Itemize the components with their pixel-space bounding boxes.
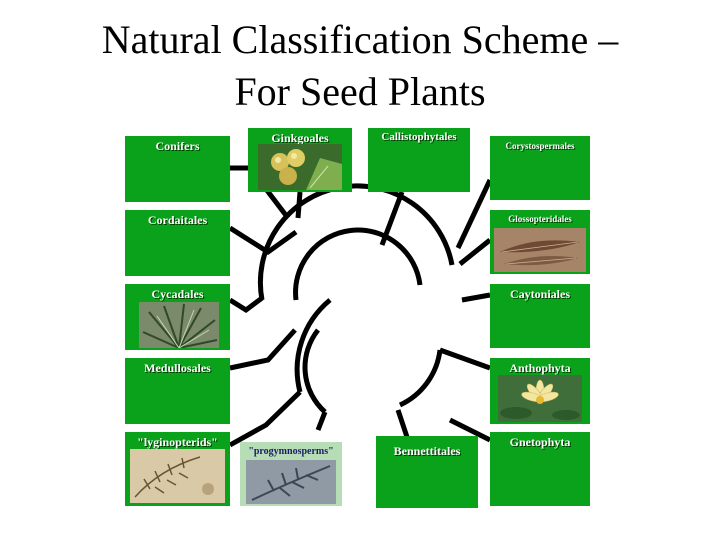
taxon-label-callistophytales: Callistophytales <box>381 131 457 143</box>
taxon-label-conifers: Conifers <box>155 139 200 153</box>
taxon-box-ginkgoales: Ginkgoales <box>248 128 352 192</box>
taxon-box-conifers: Conifers <box>125 136 230 202</box>
arc-base <box>302 328 327 414</box>
branch-bennettitales <box>395 409 411 441</box>
taxon-box-anthophyta: Anthophyta <box>490 358 590 424</box>
taxon-box-gnetophyta: Gnetophyta <box>490 432 590 506</box>
slide-title: Natural Classification Scheme – For Seed… <box>0 14 720 118</box>
taxon-label-anthophyta: Anthophyta <box>509 361 571 375</box>
taxon-box-bennettitales: Bennettitales <box>376 436 478 508</box>
lyginopterid-fossil-photo <box>130 449 225 503</box>
taxon-label-glossopteridales: Glossopteridales <box>508 214 572 224</box>
taxon-label-caytoniales: Caytoniales <box>510 287 570 301</box>
cycad-photo <box>139 302 219 348</box>
branch-caytoniales <box>461 292 491 303</box>
taxon-box-progymnosperms: "progymnosperms" <box>240 442 342 506</box>
taxon-label-cordaitales: Cordaitales <box>147 213 208 227</box>
taxon-label-medullosales: Medullosales <box>144 361 211 375</box>
taxon-label-cycadales: Cycadales <box>151 287 204 301</box>
taxon-box-corystospermales: Corystospermales <box>490 136 590 200</box>
taxon-label-bennettitales: Bennettitales <box>393 444 461 458</box>
water-lily-photo <box>498 375 582 422</box>
glossopteris-fossil-photo <box>494 228 586 272</box>
branch-glossopteridales <box>458 238 492 266</box>
branch-lyginopterids <box>228 390 302 448</box>
branch-anthophyta <box>439 347 491 371</box>
title-line-2: For Seed Plants <box>234 69 486 114</box>
arc-outer <box>257 183 455 301</box>
branch-cycadales <box>228 296 264 314</box>
branch-gnetophyta <box>448 417 492 443</box>
taxon-box-lyginopterids: "lyginopterids" <box>125 432 230 506</box>
taxon-label-lyginopterids: "lyginopterids" <box>137 435 218 449</box>
taxon-label-progymnosperms: "progymnosperms" <box>248 446 334 457</box>
branch-cordaitales <box>228 225 298 256</box>
branch-corystospermales <box>455 178 493 250</box>
branch-progymnosperms <box>315 411 328 431</box>
arc-inner <box>293 227 423 301</box>
arc-core <box>294 298 332 393</box>
taxon-box-callistophytales: Callistophytales <box>368 128 470 192</box>
arc-core-right <box>398 349 443 408</box>
branch-medullosales <box>229 328 297 371</box>
taxon-box-caytoniales: Caytoniales <box>490 284 590 348</box>
progymnosperm-fossil-photo <box>246 460 336 504</box>
taxon-label-gnetophyta: Gnetophyta <box>509 435 571 449</box>
title-line-1: Natural Classification Scheme – <box>101 17 619 62</box>
taxon-label-ginkgoales: Ginkgoales <box>271 131 329 145</box>
taxon-box-medullosales: Medullosales <box>125 358 230 424</box>
taxon-box-cordaitales: Cordaitales <box>125 210 230 276</box>
taxon-box-cycadales: Cycadales <box>125 284 230 350</box>
taxon-label-corystospermales: Corystospermales <box>505 141 575 151</box>
ginkgo-photo <box>258 144 342 190</box>
taxon-box-glossopteridales: Glossopteridales <box>490 210 590 274</box>
